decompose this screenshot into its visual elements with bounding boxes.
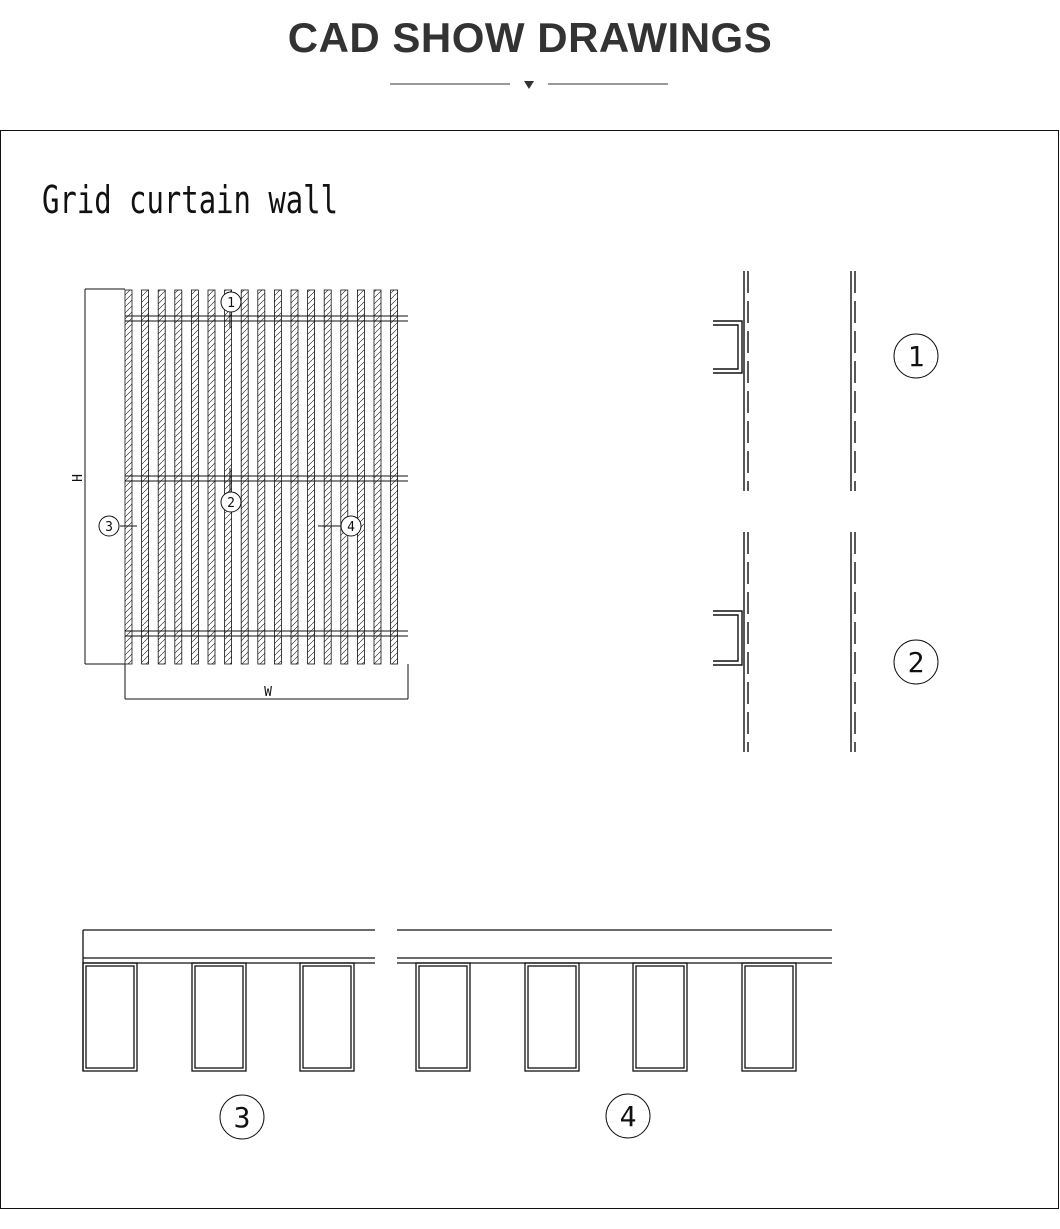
mullion-inner [635, 965, 685, 1069]
slat [373, 289, 382, 665]
slat [323, 289, 332, 665]
slat [390, 289, 399, 665]
slat [240, 289, 249, 665]
plan-section-3-label: 3 [234, 1101, 251, 1134]
callout-4: 4 [318, 515, 362, 537]
title-divider [390, 81, 668, 89]
height-dimension [84, 288, 125, 665]
callout-2: 2 [220, 468, 242, 513]
mullion-inner [194, 965, 244, 1069]
mullion-outer [415, 962, 471, 1072]
callout-1: 1 [220, 291, 242, 328]
slat [290, 289, 299, 665]
plan-section-4-label: 4 [620, 1100, 637, 1133]
width-dimension [124, 664, 409, 700]
slat [190, 289, 199, 665]
mullion-inner [744, 965, 794, 1069]
section-detail-2 [713, 532, 939, 752]
plan-section-3 [82, 929, 375, 1140]
width-label: W [264, 685, 272, 700]
plan-section-4 [397, 929, 832, 1139]
triangle-down-icon [524, 81, 534, 89]
slat [174, 289, 183, 665]
slat [273, 289, 282, 665]
callout-1-label: 1 [227, 296, 235, 311]
mullion-inner [418, 965, 468, 1069]
page-title: CAD SHOW DRAWINGS [287, 14, 773, 61]
elevation-view: H W 1 2 3 4 [71, 288, 409, 700]
slat [356, 289, 365, 665]
slat [157, 289, 166, 665]
drawing-border [0, 130, 1059, 1209]
slat [307, 289, 316, 665]
mullion-outer [191, 962, 247, 1072]
height-label: H [71, 474, 86, 482]
mullion-outer [632, 962, 688, 1072]
horizontal-rails [125, 315, 408, 637]
mullion-outer [299, 962, 355, 1072]
cad-drawing-frame: Grid curtain wall H W [0, 130, 1060, 1210]
section-detail-2-label: 2 [908, 646, 925, 679]
slat [207, 289, 216, 665]
mullion-outer [82, 962, 138, 1072]
callout-3-label: 3 [105, 520, 113, 535]
slat [124, 289, 133, 665]
section-detail-1-label: 1 [908, 340, 925, 373]
mullion-inner [527, 965, 577, 1069]
slat [340, 289, 349, 665]
mullion-outer [741, 962, 797, 1072]
slat [224, 289, 233, 665]
mullion-inner [302, 965, 352, 1069]
callout-3: 3 [98, 515, 137, 537]
mullion-inner [85, 965, 135, 1069]
vertical-slats [124, 289, 399, 665]
mullion-outer [524, 962, 580, 1072]
drawing-title: Grid curtain wall [42, 178, 338, 222]
slat [257, 289, 266, 665]
callout-2-label: 2 [227, 496, 235, 511]
cad-drawing: Grid curtain wall H W [0, 130, 1059, 1209]
section-detail-1 [713, 271, 939, 491]
slat [141, 289, 150, 665]
callout-4-label: 4 [347, 520, 355, 535]
